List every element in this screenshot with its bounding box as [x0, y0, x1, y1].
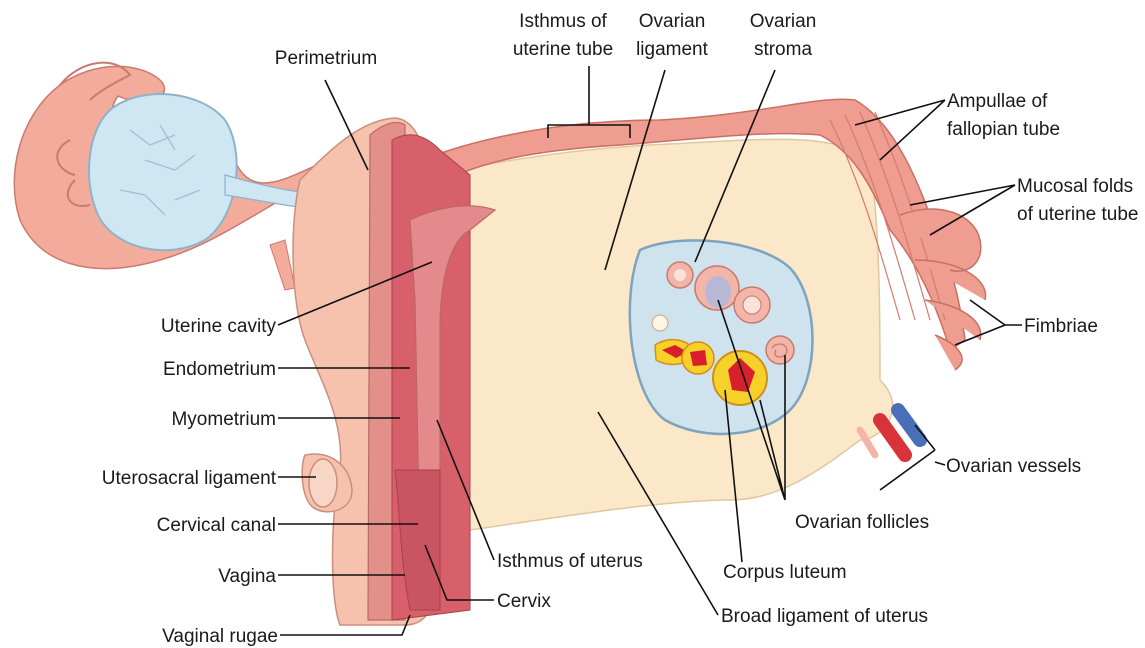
label-fimbriae: Fimbriae — [1024, 316, 1098, 337]
label-ampullae-2: fallopian tube — [947, 119, 1060, 140]
follicle-1-inner — [674, 269, 686, 281]
label-ovarian-stroma-2: stroma — [754, 39, 813, 60]
label-ovarian-vessels: Ovarian vessels — [946, 456, 1081, 477]
left-ovary — [89, 94, 237, 250]
label-ampullae-1: Ampullae of — [947, 91, 1048, 112]
label-mucosal-2: of uterine tube — [1017, 204, 1138, 225]
label-cervical-canal: Cervical canal — [157, 515, 276, 536]
label-myometrium: Myometrium — [171, 409, 276, 430]
label-ovarian-stroma-1: Ovarian — [750, 11, 817, 32]
label-corpus-luteum: Corpus luteum — [723, 562, 847, 583]
label-ovarian-follicles: Ovarian follicles — [795, 512, 929, 533]
ruptured-follicle — [766, 336, 794, 364]
follicle-4 — [652, 315, 668, 331]
label-cervix: Cervix — [497, 591, 551, 612]
vessel-blue — [898, 410, 920, 440]
left-round-ligament — [270, 240, 295, 290]
label-perimetrium: Perimetrium — [275, 48, 377, 69]
label-vagina: Vagina — [218, 566, 276, 587]
label-endometrium: Endometrium — [163, 359, 276, 380]
label-broad-ligament: Broad ligament of uterus — [721, 606, 928, 627]
uterosacral-cut-end — [309, 459, 337, 507]
label-isthmus-uterus: Isthmus of uterus — [497, 551, 643, 572]
label-ovarian-ligament-2: ligament — [636, 39, 709, 60]
label-isthmus-tube-2: uterine tube — [513, 39, 613, 60]
follicle-3-inner — [743, 296, 761, 314]
label-uterine-cavity: Uterine cavity — [161, 316, 277, 337]
label-ovarian-ligament-1: Ovarian — [639, 11, 706, 32]
label-vaginal-rugae: Vaginal rugae — [162, 626, 278, 647]
label-mucosal-1: Mucosal folds — [1017, 176, 1133, 197]
follicle-2-antrum — [705, 276, 731, 308]
corpus-luteum-small-core — [690, 350, 707, 366]
label-isthmus-tube-1: Isthmus of — [519, 11, 607, 32]
label-uterosacral: Uterosacral ligament — [102, 468, 277, 489]
